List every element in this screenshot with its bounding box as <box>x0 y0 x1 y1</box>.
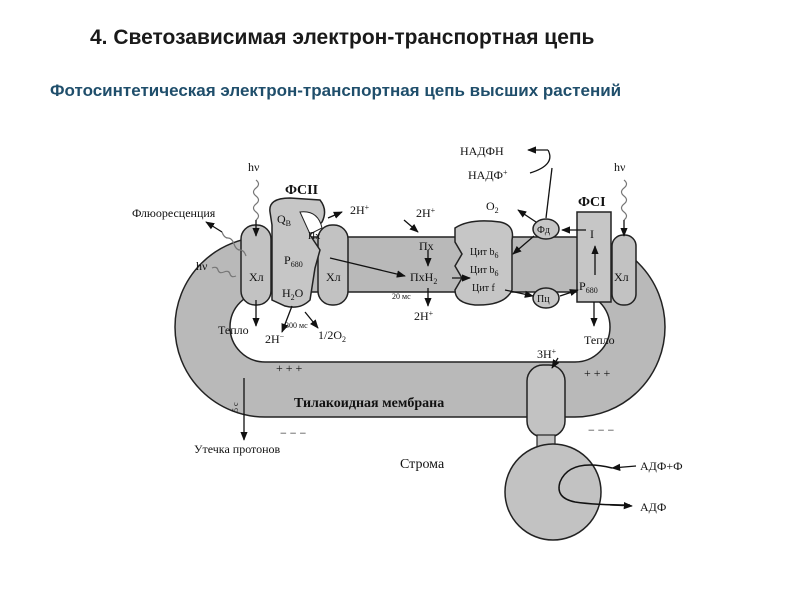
p700-label: P680 <box>579 279 598 295</box>
psi-label: ФСI <box>578 195 606 210</box>
arrow-p680-pqh2 <box>329 257 406 278</box>
arrow-fd-o2 <box>517 209 537 223</box>
nadp-label: НАДФ+ <box>468 168 508 182</box>
psi-one-label: I <box>590 227 594 241</box>
pqh2-label: ПхH2 <box>410 270 437 286</box>
slide-title: 4. Светозависимая электрон-транспортная … <box>90 26 595 49</box>
chl-psii-left-label: Хл <box>249 270 264 284</box>
fluorescence-wave <box>221 231 247 257</box>
cyt-f-label: Цит f <box>472 283 495 294</box>
o2-label: O2 <box>486 199 499 215</box>
heat-left-label: Тепло <box>218 323 249 337</box>
pc-label: Пц <box>537 294 550 305</box>
h2-plus-bottom-label: 2H+ <box>414 309 434 323</box>
atp-label: АДФ <box>640 500 666 514</box>
cytochrome-complex <box>454 220 514 306</box>
minus-right-label: − − − <box>588 423 615 437</box>
qb-label: QB <box>277 212 291 228</box>
h2o-label: H2O <box>282 286 304 302</box>
hv-left-label: hν <box>248 160 260 174</box>
arrow-3h <box>551 357 560 369</box>
p680-psii-label: P680 <box>284 253 303 269</box>
hv-left2-label: hν <box>196 259 208 273</box>
plus-left-label: + + + <box>276 361 303 375</box>
cyt-b6-1-label: Цит b6 <box>470 247 498 260</box>
chl-psi-label: Хл <box>614 270 629 284</box>
arrow-cyt-pc <box>504 289 534 298</box>
half-o2-label: 1/2O2 <box>318 328 346 344</box>
arrow-qb-pq <box>327 211 343 219</box>
arrow-fd-nadp <box>545 167 553 219</box>
chl-psii-right-label: Хл <box>326 270 341 284</box>
fluorescence-arrow <box>205 221 223 233</box>
membrane-label: Тилакоидная мембрана <box>294 396 444 411</box>
five-s-label: 5 с <box>231 402 240 412</box>
pq-psii-label: Пх <box>308 231 320 242</box>
plus-right-label: + + + <box>584 366 611 380</box>
time-20-label: 20 мс <box>392 292 411 301</box>
fd-label: Фд <box>537 225 550 236</box>
psii-complex <box>240 197 349 308</box>
adp-p-label: АДФ+Ф <box>640 459 683 473</box>
arrow-nadp-nadph <box>529 149 551 174</box>
h2-plus-psii-label: 2H+ <box>350 203 370 217</box>
stroma-label: Строма <box>400 457 445 472</box>
arrow-h2-to-pq <box>403 219 419 233</box>
light-wave-right <box>620 179 628 221</box>
leak-label: Утечка протонов <box>194 442 281 456</box>
arrow-o2-out <box>304 311 319 329</box>
psii-label: ФСII <box>285 183 318 198</box>
light-wave-left2 <box>211 266 237 278</box>
nadph-label: НАДФН <box>460 144 504 158</box>
h-minus-label: 2H− <box>265 332 285 346</box>
arrow-h2o-down <box>281 305 293 333</box>
light-wave-left <box>252 179 260 221</box>
arrow-adp-in <box>611 463 637 471</box>
arrow-pc-p700 <box>559 289 579 297</box>
heat-right-label: Тепло <box>584 333 615 347</box>
atp-synthase <box>504 364 631 541</box>
arrow-fd-cyt <box>512 235 535 255</box>
arrow-atp-out <box>609 501 633 510</box>
pq-label: Пх <box>419 239 434 253</box>
hv-right-label: hν <box>614 160 626 174</box>
cyt-b6-2-label: Цит b6 <box>470 265 498 278</box>
slide-subtitle: Фотосинтетическая электрон-транспортная … <box>50 81 622 100</box>
three-h-label: 3H+ <box>537 347 557 361</box>
minus-left-label: − − − <box>280 426 307 440</box>
time-300-label: 300 мс <box>285 321 308 330</box>
fluorescence-label: Флюоресценция <box>132 206 216 220</box>
h2-plus-cyt-label: 2H+ <box>416 206 436 220</box>
